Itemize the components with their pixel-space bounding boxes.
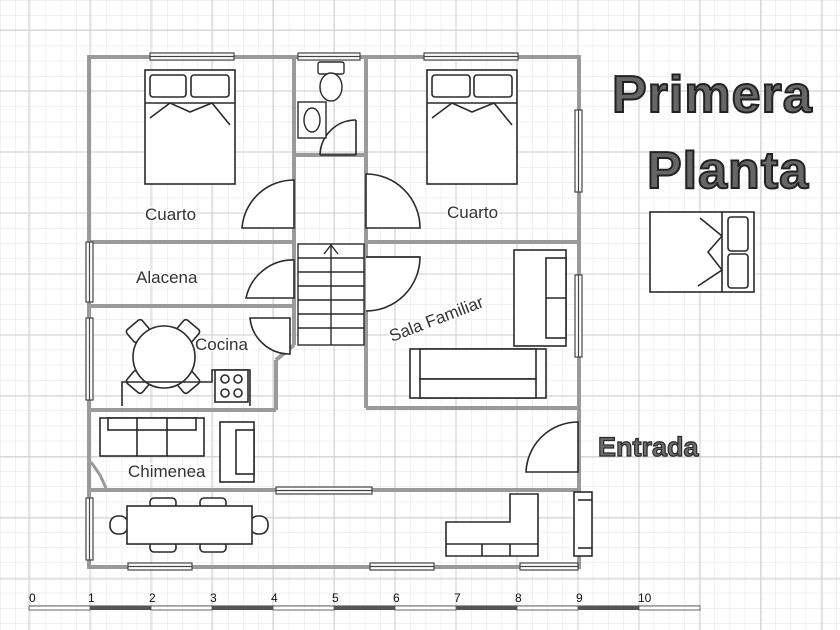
sofa-fireplace xyxy=(99,417,205,457)
sofa-long xyxy=(409,348,547,399)
scale-tick-4: 4 xyxy=(271,591,278,605)
title-line-1: Primera xyxy=(612,66,813,124)
scale-tick-7: 7 xyxy=(454,591,461,605)
scale-ruler xyxy=(28,605,701,611)
entrance-label: Entrada xyxy=(598,432,700,462)
scale-tick-10: 10 xyxy=(638,591,652,605)
scale-tick-3: 3 xyxy=(210,591,217,605)
sofa-corner xyxy=(445,493,539,557)
scale-tick-2: 2 xyxy=(149,591,156,605)
dining-table-long xyxy=(109,497,269,553)
kitchen-counter xyxy=(121,369,251,406)
scale-tick-9: 9 xyxy=(576,591,583,605)
title-line-2: Planta xyxy=(647,142,809,200)
bed-legend-symbol xyxy=(649,211,755,293)
windows xyxy=(85,52,583,571)
room-label-bedroom-right: Cuarto xyxy=(447,203,498,222)
fireplace xyxy=(89,461,108,489)
scale-tick-1: 1 xyxy=(88,591,95,605)
doors xyxy=(241,119,593,557)
scale-tick-5: 5 xyxy=(332,591,339,605)
bed-left xyxy=(144,69,236,185)
room-label-fireplace: Chimenea xyxy=(128,462,206,481)
armchair xyxy=(219,421,255,483)
scale-tick-6: 6 xyxy=(393,591,400,605)
dining-table-round xyxy=(125,318,201,395)
scale-tick-0: 0 xyxy=(29,591,36,605)
scale-tick-labels: 0 1 2 3 4 5 6 7 8 9 10 xyxy=(29,591,652,605)
stairs xyxy=(297,243,365,346)
bathroom-fixtures xyxy=(297,61,345,139)
room-label-pantry: Alacena xyxy=(136,268,198,287)
sofa-side xyxy=(513,249,567,347)
scale-tick-8: 8 xyxy=(515,591,522,605)
bed-right xyxy=(426,69,518,185)
room-label-bedroom-left: Cuarto xyxy=(145,205,196,224)
room-label-kitchen: Cocina xyxy=(195,335,248,354)
